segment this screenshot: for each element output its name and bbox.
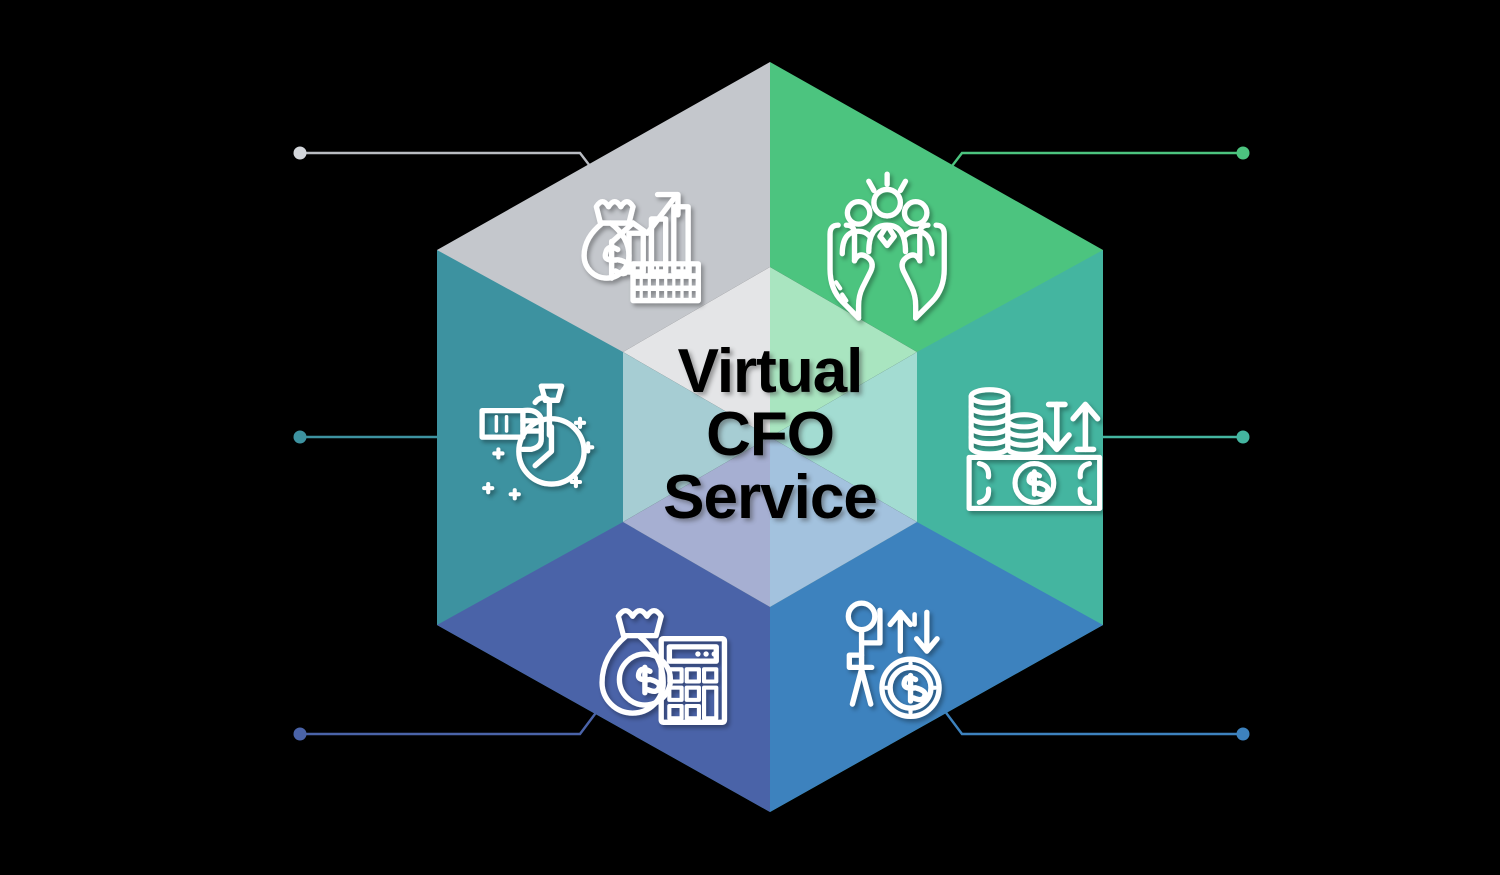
connector-dot-left-middle [293, 430, 307, 444]
segment-bottom-right[interactable] [770, 522, 1103, 812]
connector-right-middle [1095, 430, 1250, 444]
inner-hexagon [623, 267, 917, 607]
cash-flow-icon [966, 387, 1103, 512]
inner-face-bottom-left [623, 437, 770, 607]
connector-left-middle [293, 430, 447, 444]
hands-holding-people-icon [827, 171, 947, 321]
inner-face-top-left [623, 267, 770, 437]
connector-bottom-left [293, 689, 614, 741]
connector-dot-top-right [1236, 146, 1250, 160]
person-money-transfer-icon [845, 600, 942, 719]
money-bag-growth-chart-icon [581, 191, 701, 304]
connector-dot-bottom-left [293, 727, 307, 741]
inner-face-right [770, 352, 917, 522]
inner-face-bottom-right [770, 437, 917, 607]
connector-bottom-right [928, 689, 1250, 741]
connector-dot-right-middle [1236, 430, 1250, 444]
money-bag-calculator-icon [599, 608, 728, 725]
connector-dot-top-left [293, 146, 307, 160]
connector-dot-bottom-right [1236, 727, 1250, 741]
hand-holding-clock-icon [479, 383, 595, 501]
inner-face-top-right [770, 267, 917, 437]
inner-face-left [623, 352, 770, 522]
